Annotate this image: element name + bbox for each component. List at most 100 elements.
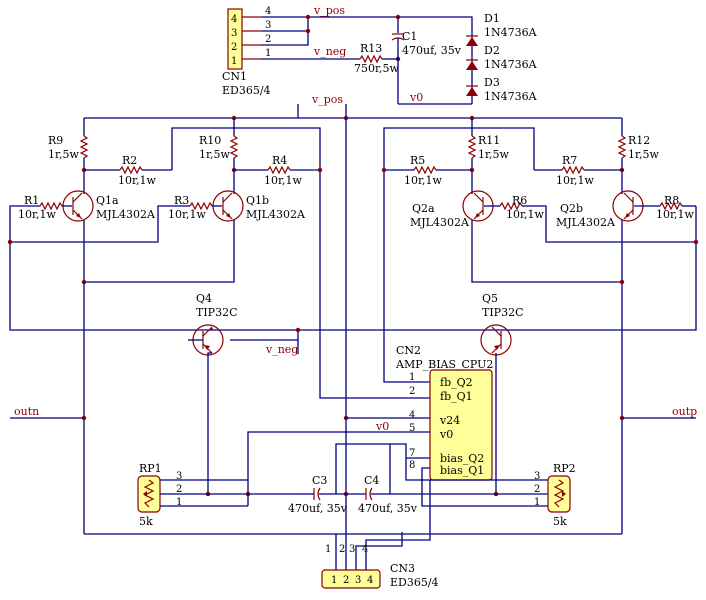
rp2-pin3: 3 (534, 471, 540, 482)
cn1-wire-pin4: 4 (265, 6, 271, 17)
r2-value-label: 10r,1w (118, 174, 157, 187)
r6-value-label: 10r,1w (506, 208, 545, 221)
net-label-vpos-rail: v_pos (311, 93, 343, 106)
r8-ref-label: R8 (664, 194, 679, 207)
cn3-wire-pin4: 4 (362, 544, 368, 555)
q5-ref-label: Q5 (482, 292, 498, 305)
q1b-ref-label: Q1b (246, 194, 269, 207)
r10-value-label: 1r,5w (199, 148, 231, 161)
cn3-body (321, 569, 381, 589)
net-label-v0-top: v0 (409, 91, 423, 104)
cn3-pin1: 1 (331, 575, 337, 586)
q2b-value-label: MJL4302A (556, 216, 616, 229)
rp2-pin1: 1 (534, 497, 540, 508)
q5-value-label: TIP32C (482, 306, 524, 319)
cn1-pin4-label: 4 (231, 14, 237, 25)
cn2-value-label: AMP_BIAS_CPU2 (395, 358, 493, 371)
cn2-ref-label: CN2 (396, 344, 421, 357)
cn2-label-v0: v0 (439, 428, 453, 441)
q2b-ref-label: Q2b (560, 202, 583, 215)
cn3-wire-pin2: 2 (339, 544, 345, 555)
net-label-v0-mid: v0 (375, 420, 389, 433)
bias-pots-section: RP1 5k 3 2 1 C3 470uf, 35v C4 470uf, 35v… (137, 462, 576, 528)
rp2-ref-label: RP2 (553, 462, 576, 475)
q1a-ref-label: Q1a (96, 194, 119, 207)
cn2-pin4: 4 (409, 410, 415, 421)
r4-ref-label: R4 (272, 154, 287, 167)
r11-ref-label: R11 (478, 134, 500, 147)
cn1-pin1-label: 1 (231, 56, 237, 67)
cn2-pin2: 2 (409, 386, 415, 397)
r9-value-label: 1r,5w (48, 148, 80, 161)
rp1-pin3: 3 (176, 471, 182, 482)
net-label-vneg-mid: v_neg (265, 343, 298, 356)
cn3-value-label: ED365/4 (390, 576, 439, 589)
cn3-ref-label: CN3 (390, 562, 415, 575)
r1-ref-label: R1 (24, 194, 39, 207)
c4-ref-label: C4 (364, 474, 379, 487)
cn2-pin8: 8 (409, 460, 415, 471)
cn3-wire-pin1: 1 (325, 544, 331, 555)
cn2-connector: CN2 AMP_BIAS_CPU2 fb_Q2 fb_Q1 v24 v0 bia… (160, 344, 548, 507)
c3-value-label: 470uf, 35v (288, 502, 348, 515)
cn2-label-biasq2: bias_Q2 (440, 452, 484, 465)
rp1-pin1: 1 (176, 497, 182, 508)
cn2-label-fbq1: fb_Q1 (440, 390, 473, 403)
r7-value-label: 10r,1w (556, 174, 595, 187)
r3-value-label: 10r,1w (168, 208, 207, 221)
net-label-outp: outp (672, 405, 697, 418)
cn1-wire-pin3: 3 (265, 20, 271, 31)
r2-ref-label: R2 (122, 154, 137, 167)
cn2-pin1: 1 (409, 372, 415, 383)
q2a-ref-label: Q2a (412, 202, 435, 215)
r6-ref-label: R6 (512, 194, 527, 207)
rp1-ref-label: RP1 (139, 462, 162, 475)
net-label-vpos-top: v_pos (313, 4, 345, 17)
q4-ref-label: Q4 (196, 292, 212, 305)
power-supply-section: 4 3 2 1 CN1 ED365/4 4 3 2 1 v_pos v_neg … (222, 4, 538, 105)
d1-ref-label: D1 (484, 12, 500, 25)
r11-value-label: 1r,5w (478, 148, 510, 161)
r13-ref-label: R13 (360, 42, 382, 55)
cn1-pin2-label: 2 (231, 42, 237, 53)
c4-value-label: 470uf, 35v (358, 502, 418, 515)
cn3-wire-pin3: 3 (349, 544, 355, 555)
r4-value-label: 10r,1w (264, 174, 303, 187)
q4-value-label: TIP32C (196, 306, 238, 319)
cn1-ref-label: CN1 (222, 70, 247, 83)
r13-value-label: 750r,5w (354, 62, 400, 75)
d3-value-label: 1N4736A (484, 90, 538, 103)
cn1-value-label: ED365/4 (222, 84, 271, 97)
cn1-wire-pin2: 2 (265, 34, 271, 45)
r12-ref-label: R12 (628, 134, 650, 147)
cn2-pin7: 7 (409, 448, 415, 459)
r3-ref-label: R3 (174, 194, 189, 207)
rp1-value-label: 5k (139, 515, 153, 528)
d3-ref-label: D3 (484, 76, 500, 89)
r9-ref-label: R9 (48, 134, 63, 147)
cn1-connector-body (227, 8, 243, 70)
r12-value-label: 1r,5w (628, 148, 660, 161)
cn3-pin2: 2 (343, 575, 349, 586)
cn3-connector: 1 2 3 4 1 2 3 4 CN3 ED365/4 (321, 480, 439, 589)
cn1-wire-pin1: 1 (265, 48, 271, 59)
rp2-pin2: 2 (534, 484, 540, 495)
q1a-value-label: MJL4302A (96, 208, 156, 221)
r10-ref-label: R10 (199, 134, 221, 147)
rp2-value-label: 5k (553, 515, 567, 528)
cn1-pin3-label: 3 (231, 28, 237, 39)
q2a-value-label: MJL4302A (410, 216, 470, 229)
cn2-pin5: 5 (409, 423, 415, 434)
d2-ref-label: D2 (484, 44, 500, 57)
rp1-pin2: 2 (176, 484, 182, 495)
cn2-label-v24: v24 (439, 414, 460, 427)
d1-value-label: 1N4736A (484, 26, 538, 39)
c1-ref-label: C1 (402, 30, 417, 43)
rp2-body (547, 475, 571, 513)
r8-value-label: 10r,1w (656, 208, 695, 221)
q1b-value-label: MJL4302A (246, 208, 306, 221)
output-stage: v_pos R9 1r,5w R2 10r,1w Q1a MJL4302A R1… (7, 93, 699, 535)
cn2-label-biasq1: bias_Q1 (440, 464, 484, 477)
c1-value-label: 470uf, 35v (402, 44, 462, 57)
